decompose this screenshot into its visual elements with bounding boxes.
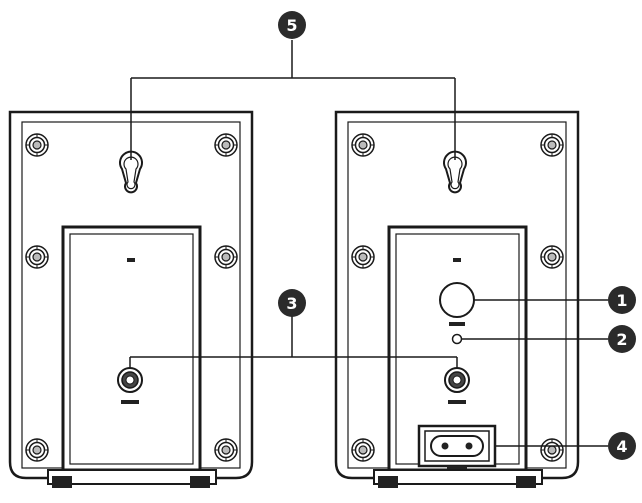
- right-speaker: [334, 110, 580, 488]
- left-foot-left: [52, 476, 72, 488]
- power-knob: [439, 282, 475, 318]
- left-foot-right: [190, 476, 210, 488]
- svg-text:4: 4: [616, 437, 627, 456]
- right-panel-logo: [453, 258, 461, 262]
- callout-2: 2: [608, 325, 636, 353]
- right-foot-left: [378, 476, 398, 488]
- right-screw-top-right: [540, 133, 564, 157]
- right-screw-mid-left: [351, 245, 375, 269]
- callout-4: 4: [608, 432, 636, 460]
- right-screw-bottom-left: [351, 438, 375, 462]
- svg-text:1: 1: [616, 291, 627, 310]
- right-jack-label: [448, 400, 466, 404]
- left-speaker: [8, 110, 254, 488]
- left-panel-logo: [127, 258, 135, 262]
- power-knob-label: [449, 322, 465, 326]
- left-audio-input-jack: [117, 367, 143, 393]
- right-audio-output-jack: [444, 367, 470, 393]
- left-screw-bottom-right: [214, 438, 238, 462]
- leader-5: [130, 40, 456, 160]
- right-foot-right: [516, 476, 536, 488]
- leader-lines: [129, 40, 608, 447]
- left-screw-top-right: [214, 133, 238, 157]
- left-screw-mid-left: [25, 245, 49, 269]
- right-screw-top-left: [351, 133, 375, 157]
- right-screw-bottom-right: [540, 438, 564, 462]
- led-indicator: [451, 333, 463, 345]
- right-screw-mid-right: [540, 245, 564, 269]
- svg-text:2: 2: [616, 330, 627, 349]
- callout-3: 3: [278, 289, 306, 317]
- left-screw-top-left: [25, 133, 49, 157]
- left-screw-bottom-left: [25, 438, 49, 462]
- leader-3: [129, 316, 458, 368]
- callout-5: 5: [278, 11, 306, 39]
- svg-text:3: 3: [286, 294, 297, 313]
- ac-inlet-socket: [430, 435, 484, 457]
- svg-text:5: 5: [286, 16, 297, 35]
- callout-1: 1: [608, 286, 636, 314]
- ac-inlet-label: [447, 466, 467, 470]
- left-rear-panel: [61, 225, 202, 472]
- left-jack-label: [121, 400, 139, 404]
- left-screw-mid-right: [214, 245, 238, 269]
